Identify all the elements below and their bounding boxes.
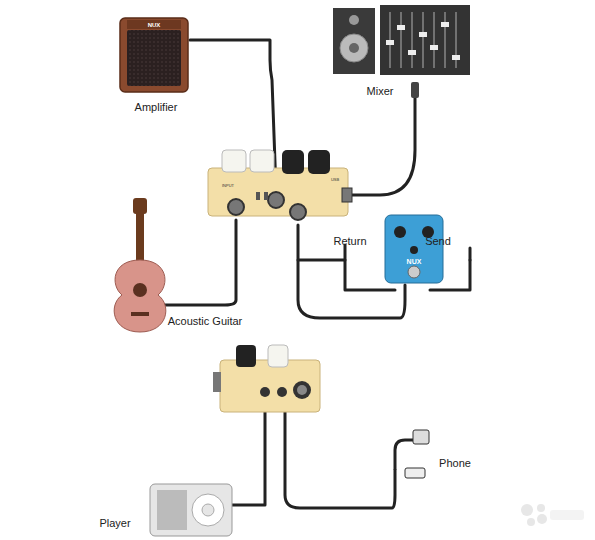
device-label: Mixer	[367, 86, 394, 97]
di-pedal-side	[220, 360, 320, 412]
acoustic-guitar	[114, 198, 166, 332]
media-player	[150, 484, 232, 536]
device-label: Player	[99, 518, 130, 529]
amplifier-cabinet	[120, 18, 188, 92]
mixer-console	[380, 5, 470, 75]
panel-text: INPUT	[222, 184, 234, 188]
panel-text: USB	[331, 178, 339, 182]
watermark-logo	[521, 504, 584, 526]
device-label: Amplifier	[135, 102, 178, 113]
brand-mark: NUX	[407, 258, 422, 265]
brand-mark: NUX	[148, 22, 161, 28]
phone-adapter	[395, 430, 429, 478]
di-pedal	[208, 168, 348, 216]
jack-label: Return	[333, 236, 366, 247]
device-label: Phone	[439, 458, 471, 469]
jack-label: Send	[425, 236, 451, 247]
amplifier-grille	[127, 30, 181, 86]
effect-pedal	[385, 215, 443, 283]
xlr-plug	[411, 82, 419, 98]
device-label: Acoustic Guitar	[168, 316, 243, 327]
monitor-speaker	[333, 8, 375, 74]
